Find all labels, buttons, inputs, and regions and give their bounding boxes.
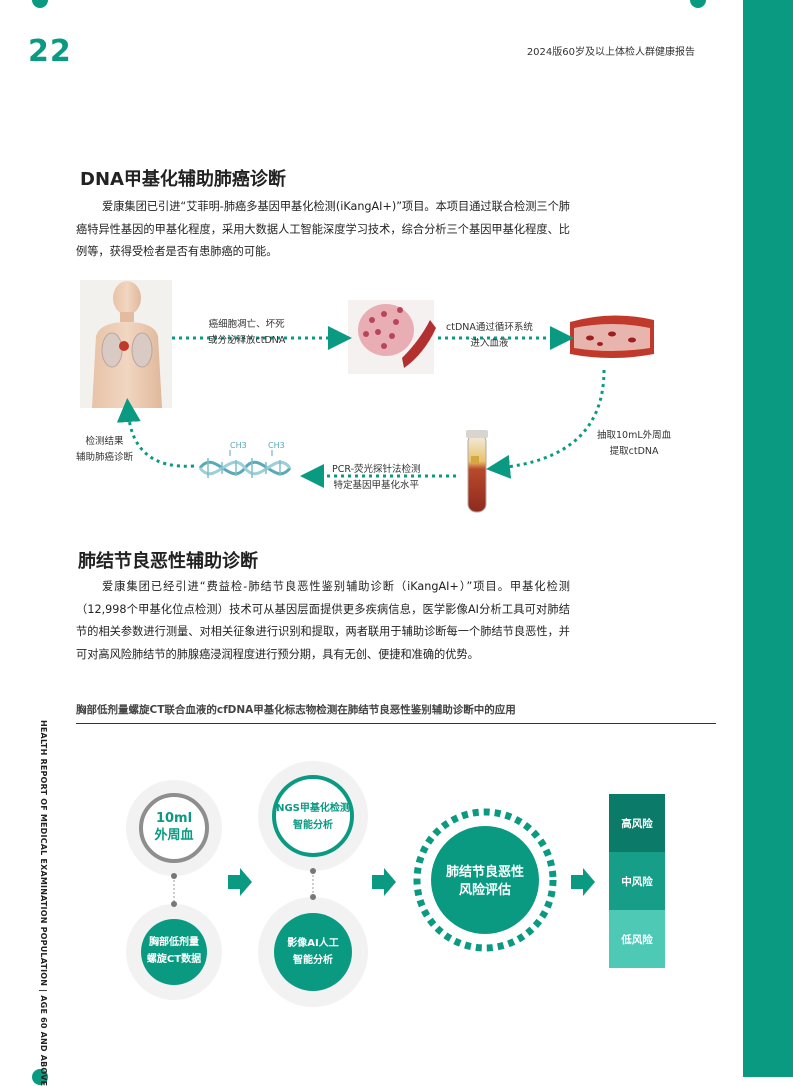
flow-arrow-3: [486, 369, 606, 479]
top-left-dot: [32, 0, 48, 8]
arrow-right-1: [228, 868, 252, 896]
ai-inner-circle: [274, 913, 352, 991]
figure-caption: 胸部低剂量螺旋CT联合血液的cfDNA甲基化标志物检测在肺结节良恶性鉴别辅助诊断…: [76, 702, 716, 724]
flow-step1-label: 癌细胞凋亡、坏死或分泌释放ctDNA: [208, 319, 286, 346]
ct-inner-circle: [141, 919, 207, 985]
tumor-cell-icon: [348, 300, 436, 374]
ctdna-flow-illustration: CH3 CH3: [80, 280, 654, 513]
ngs-label: NGS甲基化检测智能分析: [276, 803, 350, 831]
methyl-tag-1: CH3: [230, 441, 247, 450]
ct-label: 胸部低剂量螺旋CT数据: [146, 937, 202, 965]
arrow-right-2: [372, 868, 396, 896]
section2-paragraph: 爱康集团已经引进“费益检-肺结节良恶性鉴别辅助诊断（iKangAI+）”项目。甲…: [76, 580, 570, 661]
page-number: 22: [28, 34, 72, 69]
flow-step2-label: ctDNA通过循环系统进入血液: [446, 322, 533, 349]
nodule-diagnosis-diagram: [126, 761, 595, 1007]
flow-step4-label: PCR-荧光探针法检测特定基因甲基化水平: [332, 464, 421, 491]
blood-test-tube-icon: [466, 430, 488, 513]
assessment-label: 肺结节良恶性风险评估: [445, 865, 524, 898]
right-color-band: [743, 0, 793, 1077]
arrow-right-3: [571, 868, 595, 896]
flow-arrow-5: [116, 398, 195, 468]
top-right-dot: [690, 0, 706, 8]
report-title: 2024版60岁及以上体检人群健康报告: [526, 47, 695, 58]
methyl-tag-2: CH3: [268, 441, 285, 450]
risk-high: 高风险: [609, 794, 665, 852]
section2-title: 肺结节良恶性辅助诊断: [78, 551, 258, 572]
dna-helix-icon: CH3 CH3: [198, 441, 292, 478]
assess-inner-circle: [431, 826, 539, 934]
assess-dashed-ring: [413, 808, 557, 952]
section1-paragraph: 爱康集团已引进“艾菲明-肺癌多基因甲基化检测(iKangAI+)”项目。本项目通…: [76, 200, 570, 258]
human-torso-icon: [80, 280, 172, 408]
risk-medium: 中风险: [609, 852, 665, 910]
ngs-inner-circle: [272, 775, 354, 857]
flow-step5-label: 检测结果辅助肺癌诊断: [76, 436, 134, 463]
section1-title: DNA甲基化辅助肺癌诊断: [80, 169, 286, 190]
blood-inner-circle: [139, 793, 209, 863]
flow-step3-label: 抽取10mL外周血提取ctDNA: [597, 430, 672, 457]
ai-label: 影像AI人工智能分析: [287, 938, 339, 966]
risk-low: 低风险: [609, 910, 665, 968]
blood-vessel-icon: [570, 315, 654, 358]
